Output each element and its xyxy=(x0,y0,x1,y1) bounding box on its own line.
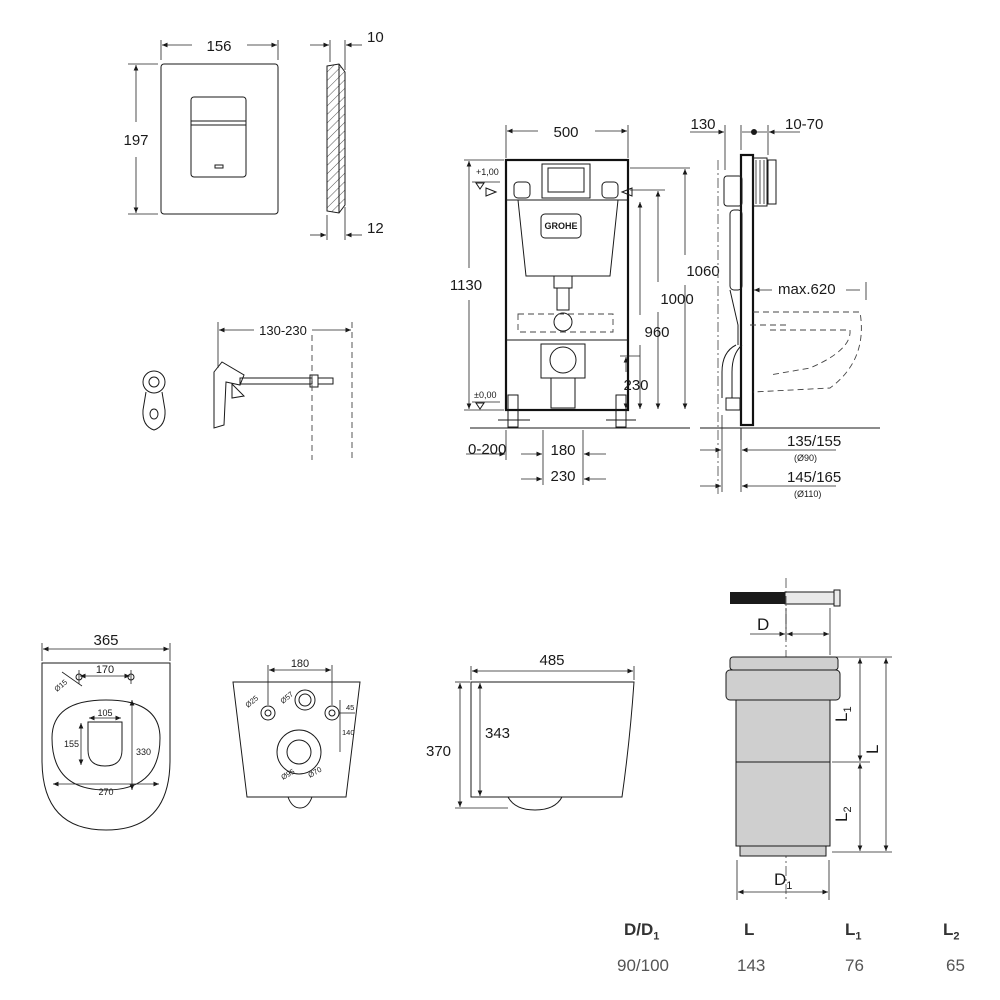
bowl-hole-dia-label: Ø15 xyxy=(53,678,70,694)
table-value-d: 90/100 xyxy=(617,956,669,975)
flush-plate-side: 10 12 xyxy=(310,29,384,240)
plate-width-label: 156 xyxy=(206,38,231,55)
table-header-l2: L2 xyxy=(943,920,960,943)
frame-height-label: 1130 xyxy=(450,277,482,294)
table-header-l1: L1 xyxy=(845,920,862,943)
bottom-range-label: 0-200 xyxy=(468,441,506,458)
h960-label: 960 xyxy=(644,324,669,341)
pipe-d1-label: D1 xyxy=(774,870,792,892)
brand-label: GROHE xyxy=(544,221,577,231)
pipe-110-sub-label: (Ø110) xyxy=(794,489,821,499)
back-offset45-label: 45 xyxy=(346,703,354,712)
back-outlet-dia-label: Ø95 xyxy=(280,767,297,782)
table-header-d: D/D1 xyxy=(624,920,660,943)
side-range-label: 10-70 xyxy=(785,116,823,133)
bowl-inner-depth-label: 155 xyxy=(64,739,79,749)
frame-side-view: 130 10-70 max.620 135/155 (Ø90) 145/165 … xyxy=(690,116,880,499)
table-header-l: L xyxy=(744,920,755,939)
frame-width-label: 500 xyxy=(553,124,578,141)
pipe-connector: D D1 L1 L2 L xyxy=(725,578,892,900)
back-offset140-label: 140 xyxy=(342,728,355,737)
side-height-inner-label: 343 xyxy=(485,725,510,742)
bowl-seat-span-label: 270 xyxy=(98,787,113,797)
pipe-110-label: 145/165 xyxy=(787,469,841,486)
bowl-holes-label: 170 xyxy=(96,664,114,676)
anchor-range-label: 130-230 xyxy=(259,323,307,338)
h1000-label: 1000 xyxy=(660,291,693,308)
bowl-side-view: 485 370 343 xyxy=(426,652,635,811)
side-depth-130-label: 130 xyxy=(690,116,715,133)
back-dia57-label: Ø57 xyxy=(279,690,296,706)
bottom-180-label: 180 xyxy=(550,442,575,459)
bowl-top-view: 365 170 Ø15 105 155 330 270 xyxy=(41,632,171,831)
plate-thickness-bottom-label: 12 xyxy=(367,220,384,237)
plate-height-label: 197 xyxy=(123,132,148,149)
table-value-l2: 65 xyxy=(946,956,965,975)
back-small-dia-label: Ø70 xyxy=(307,765,324,780)
flush-plate-front: 156 197 xyxy=(123,38,279,215)
plate-thickness-top-label: 10 xyxy=(367,29,384,46)
side-height-outer-label: 370 xyxy=(426,743,451,760)
bowl-inner-width-label: 105 xyxy=(97,708,112,718)
pipe-l-label: L xyxy=(863,745,882,754)
bowl-back-view: 180 Ø25 Ø57 45 140 Ø95 Ø70 xyxy=(232,658,361,809)
pipe-90-label: 135/155 xyxy=(787,433,841,450)
side-max-label: max.620 xyxy=(778,281,836,298)
wall-anchor-drawing: 130-230 xyxy=(142,322,353,460)
pipe-d-label: D xyxy=(757,615,769,634)
side-length-label: 485 xyxy=(539,652,564,669)
h1060-label: 1060 xyxy=(686,263,719,280)
level-top-label: +1,00 xyxy=(476,167,499,177)
bowl-depth-label: 330 xyxy=(136,747,151,757)
bottom-230-label: 230 xyxy=(550,468,575,485)
table-value-l: 143 xyxy=(737,956,766,975)
pipe-90-sub-label: (Ø90) xyxy=(794,453,817,463)
level-zero-label: ±0,00 xyxy=(474,390,496,400)
pipe-l1-label: L1 xyxy=(832,706,854,722)
pipe-l2-label: L2 xyxy=(832,806,854,822)
back-dia25-label: Ø25 xyxy=(244,694,261,710)
table-value-l1: 76 xyxy=(845,956,864,975)
h230-label: 230 xyxy=(623,377,648,394)
frame-front-view: GROHE 500 1130 +1,00 xyxy=(450,124,720,485)
back-spacing-label: 180 xyxy=(291,658,309,670)
bowl-width-label: 365 xyxy=(93,632,118,649)
